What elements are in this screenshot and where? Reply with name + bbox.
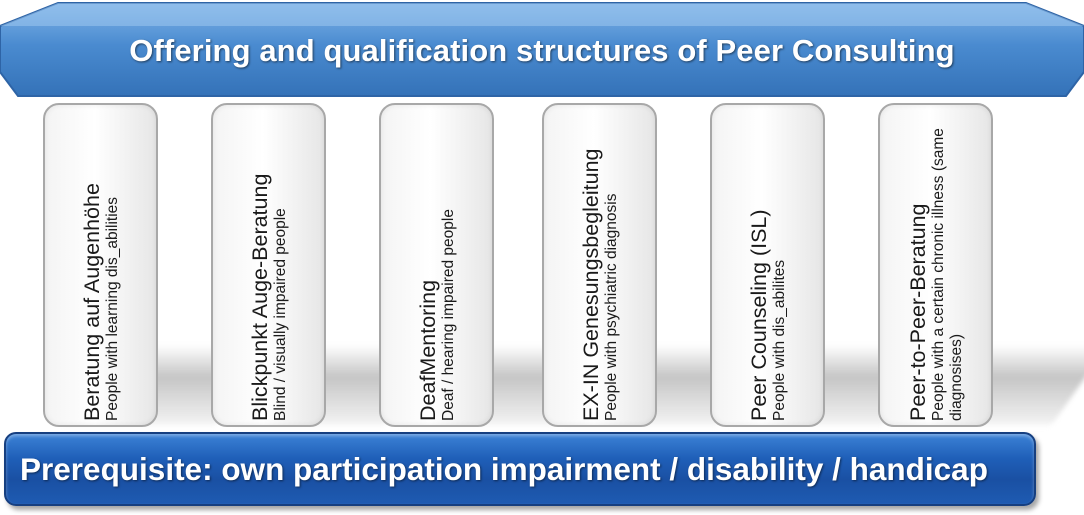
pillar-description: People with psychiatric diagnosis <box>602 193 620 421</box>
roof-banner <box>0 1 1084 97</box>
pillar-description: Blind / visually impaired people <box>271 208 289 421</box>
pillar-name: Blickpunkt Auge-Beratung <box>247 173 272 421</box>
pillar-description: People with dis_abilites <box>770 259 788 421</box>
pillar-name: EX-IN Genesungsbegleitung <box>578 148 603 421</box>
pillar-text: EX-IN Genesungsbegleitung People with ps… <box>579 109 621 421</box>
pillar-text: Peer-to-Peer-Beratung People with a cert… <box>906 109 966 421</box>
pillar-text: Beratung auf Augenhöhe People with learn… <box>80 109 122 421</box>
pillar-deafmentoring: DeafMentoring Deaf / hearing impaired pe… <box>379 103 494 427</box>
pillar-name: Beratung auf Augenhöhe <box>79 183 104 421</box>
pillar-blickpunkt-auge-beratung: Blickpunkt Auge-Beratung Blind / visuall… <box>211 103 326 427</box>
pillar-text: Peer Counseling (ISL) People with dis_ab… <box>747 109 789 421</box>
pillar-beratung-auf-augenhoehe: Beratung auf Augenhöhe People with learn… <box>43 103 158 427</box>
pillar-text: Blickpunkt Auge-Beratung Blind / visuall… <box>248 109 290 421</box>
pillar-name: Peer Counseling (ISL) <box>746 209 771 421</box>
pillar-description: People with learning dis_abilities <box>103 196 121 421</box>
pillar-ex-in-genesungsbegleitung: EX-IN Genesungsbegleitung People with ps… <box>542 103 657 427</box>
roof-title: Offering and qualification structures of… <box>129 33 955 68</box>
pillar-text: DeafMentoring Deaf / hearing impaired pe… <box>416 109 458 421</box>
pillar-name: DeafMentoring <box>415 279 440 421</box>
pillar-peer-to-peer-beratung: Peer-to-Peer-Beratung People with a cert… <box>878 103 993 427</box>
base-banner: Prerequisite: own participation impairme… <box>4 432 1036 506</box>
pillar-name: Peer-to-Peer-Beratung <box>905 203 930 422</box>
pillar-peer-counseling-isl: Peer Counseling (ISL) People with dis_ab… <box>710 103 825 427</box>
pillar-description: Deaf / hearing impaired people <box>439 209 457 421</box>
base-label: Prerequisite: own participation impairme… <box>20 450 988 487</box>
pillar-description: People with a certain chronic illness (s… <box>929 128 965 421</box>
